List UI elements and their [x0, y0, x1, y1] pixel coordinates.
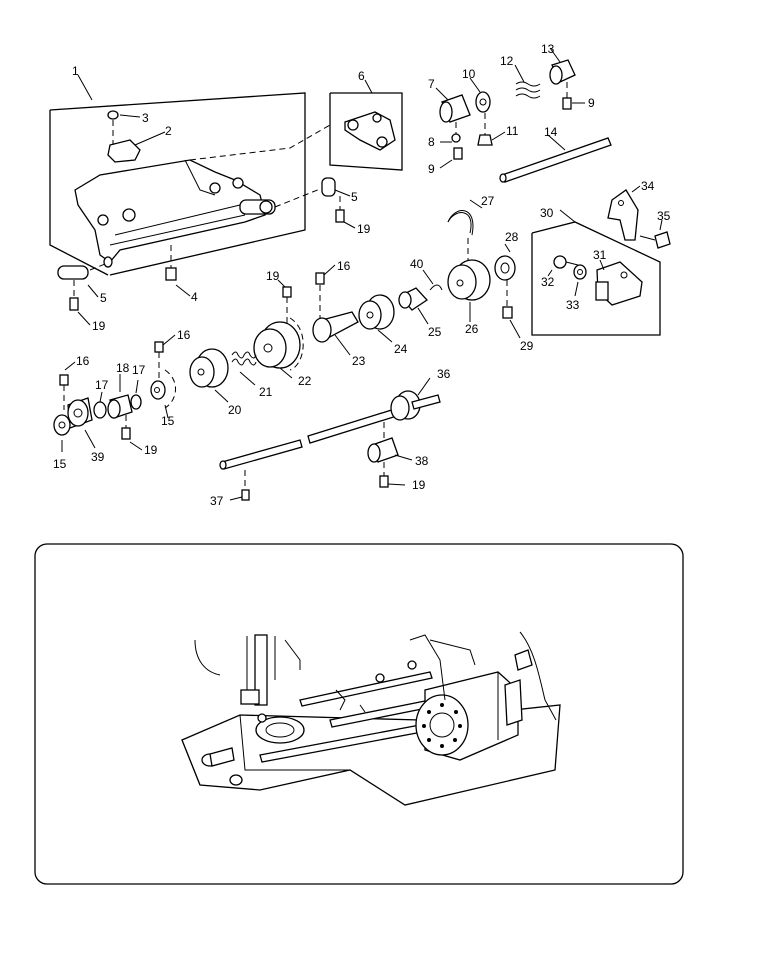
callout-18: 18 — [116, 361, 130, 375]
callout-37: 37 — [210, 494, 224, 508]
callout-19-frame-right: 19 — [357, 222, 371, 236]
callout-23: 23 — [352, 354, 366, 368]
callout-40: 40 — [410, 257, 424, 271]
callout-5-left: 5 — [100, 291, 107, 305]
part-6-group — [329, 79, 403, 171]
callout-35: 35 — [657, 209, 671, 223]
callout-17-right: 17 — [132, 363, 146, 377]
callout-17-left: 17 — [95, 378, 109, 392]
callout-27: 27 — [481, 194, 495, 208]
callout-36: 36 — [437, 367, 451, 381]
callout-16-left: 16 — [76, 354, 90, 368]
callout-20: 20 — [228, 403, 242, 417]
upper-right-parts — [435, 47, 612, 183]
callout-9-upper: 9 — [588, 96, 595, 110]
part-30-group — [531, 209, 661, 336]
callout-39: 39 — [91, 450, 105, 464]
hook-drive-parts — [53, 199, 521, 501]
callout-29: 29 — [520, 339, 534, 353]
callout-30: 30 — [540, 206, 554, 220]
callout-13: 13 — [541, 42, 555, 56]
callout-28: 28 — [505, 230, 519, 244]
callout-12: 12 — [500, 54, 514, 68]
callout-19-shaft: 19 — [266, 269, 280, 283]
callout-25: 25 — [428, 325, 442, 339]
callout-22: 22 — [298, 374, 312, 388]
callout-6: 6 — [358, 69, 365, 83]
callout-11: 11 — [506, 124, 519, 138]
callout-19-frame-left: 19 — [92, 319, 106, 333]
callout-16-mid: 16 — [177, 328, 191, 342]
callout-15-mid: 15 — [161, 414, 175, 428]
callout-7: 7 — [428, 77, 435, 91]
motor-vents — [422, 703, 462, 748]
callout-10: 10 — [462, 67, 476, 81]
callout-9-lower: 9 — [428, 162, 435, 176]
frame-assembly-group — [49, 74, 331, 326]
callout-labels: 1 2 3 4 5 5 6 7 8 9 9 10 11 12 13 14 15 … — [53, 42, 671, 508]
callout-21: 21 — [259, 385, 273, 399]
machine-overview-inset — [34, 543, 684, 885]
callout-15-left: 15 — [53, 457, 67, 471]
callout-3: 3 — [142, 111, 149, 125]
parts-34-35 — [607, 185, 671, 249]
callout-19-left: 19 — [144, 443, 158, 457]
part-5-right — [321, 177, 356, 229]
callout-1: 1 — [72, 64, 79, 78]
callout-24: 24 — [394, 342, 408, 356]
callout-8: 8 — [428, 135, 435, 149]
callout-38: 38 — [415, 454, 429, 468]
callout-34: 34 — [641, 179, 655, 193]
callout-14: 14 — [544, 125, 558, 139]
callout-5-right: 5 — [351, 190, 358, 204]
callout-31: 31 — [593, 248, 607, 262]
callout-16-right: 16 — [337, 259, 351, 273]
callout-4: 4 — [191, 290, 198, 304]
callout-2: 2 — [165, 124, 172, 138]
callout-26: 26 — [465, 322, 479, 336]
callout-33: 33 — [566, 298, 580, 312]
callout-32: 32 — [541, 275, 555, 289]
callout-19-bottom: 19 — [412, 478, 426, 492]
